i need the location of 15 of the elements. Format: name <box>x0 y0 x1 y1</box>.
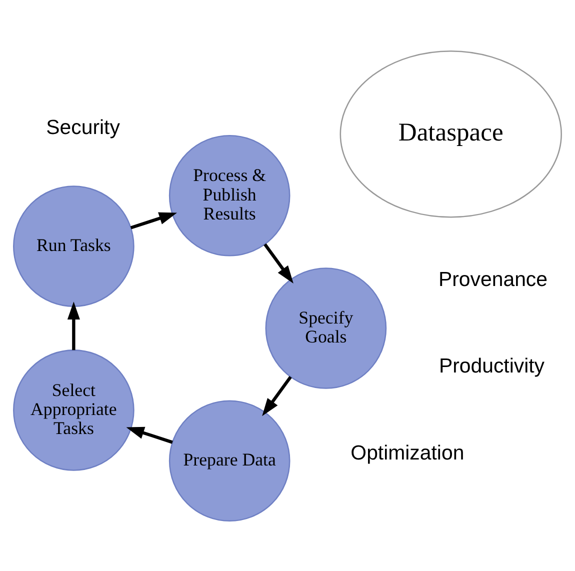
node-circle: Run Tasks <box>13 185 134 306</box>
node-ellipse: Dataspace <box>340 50 562 218</box>
node-circle: Specify Goals <box>265 267 387 388</box>
label: Productivity <box>438 355 545 378</box>
arrow <box>262 375 292 416</box>
arrow <box>130 212 178 229</box>
node-circle: Prepare Data <box>168 400 290 522</box>
node-circle: Process & Publish Results <box>168 134 290 256</box>
arrow <box>126 426 173 444</box>
arrow <box>264 242 294 284</box>
label: Provenance <box>438 268 548 290</box>
label: Security <box>46 116 120 138</box>
label: Optimization <box>350 442 464 464</box>
arrow <box>67 301 80 350</box>
node-circle: Select Appropriate Tasks <box>13 349 134 470</box>
